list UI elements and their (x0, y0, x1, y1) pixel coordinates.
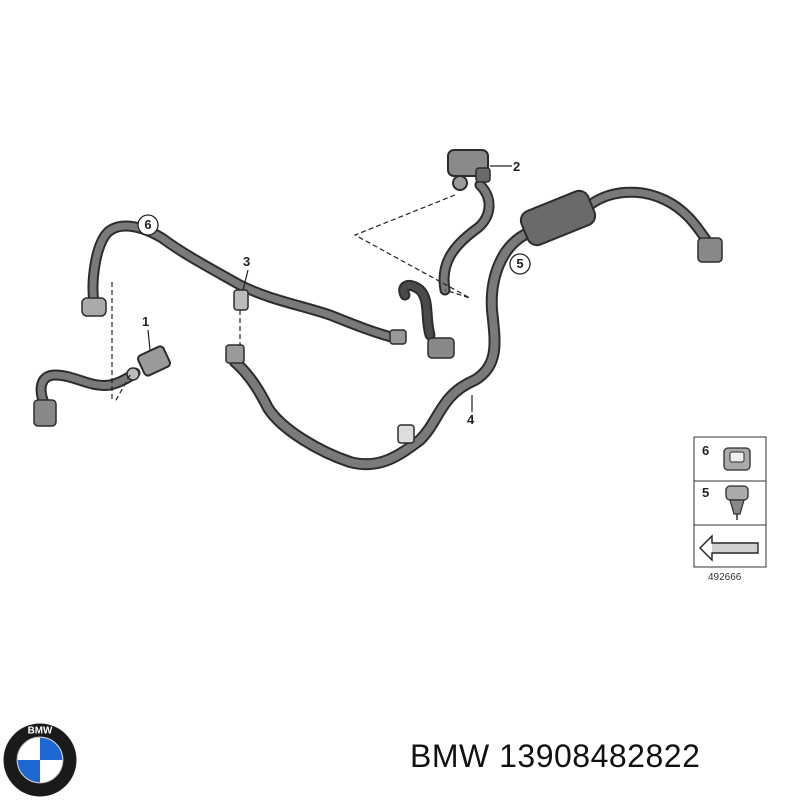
callout-1: 1 (142, 314, 149, 329)
callout-6: 6 (144, 217, 151, 232)
callout-5-circle: 5 (509, 253, 531, 275)
dashed-lines (111, 194, 471, 403)
expanding-rivet-icon (725, 485, 749, 520)
hose-main (229, 186, 718, 471)
brand-part-number-caption: BMW 13908482822 (410, 738, 701, 774)
clip-icon (723, 447, 751, 471)
reference-number: 492666 (708, 572, 742, 583)
part-2-valve (447, 149, 491, 191)
part-1-connector (126, 345, 172, 381)
hose-left (35, 220, 401, 411)
legend-panel: 6 5 (693, 436, 767, 568)
legend-number-5: 5 (702, 485, 709, 500)
hose-right (398, 179, 495, 341)
callout-4: 4 (467, 412, 475, 427)
connector-misc (33, 237, 723, 444)
leader-lines (147, 165, 512, 412)
arrow-icon (699, 534, 759, 562)
callout-3: 3 (243, 254, 250, 269)
callout-5: 5 (516, 256, 523, 271)
bmw-logo: BMW (3, 723, 77, 797)
legend-number-6: 6 (702, 443, 709, 458)
svg-text:BMW: BMW (28, 725, 53, 736)
callout-2: 2 (513, 159, 520, 174)
callout-6-circle: 6 (137, 214, 159, 236)
connector-3 (225, 289, 249, 364)
